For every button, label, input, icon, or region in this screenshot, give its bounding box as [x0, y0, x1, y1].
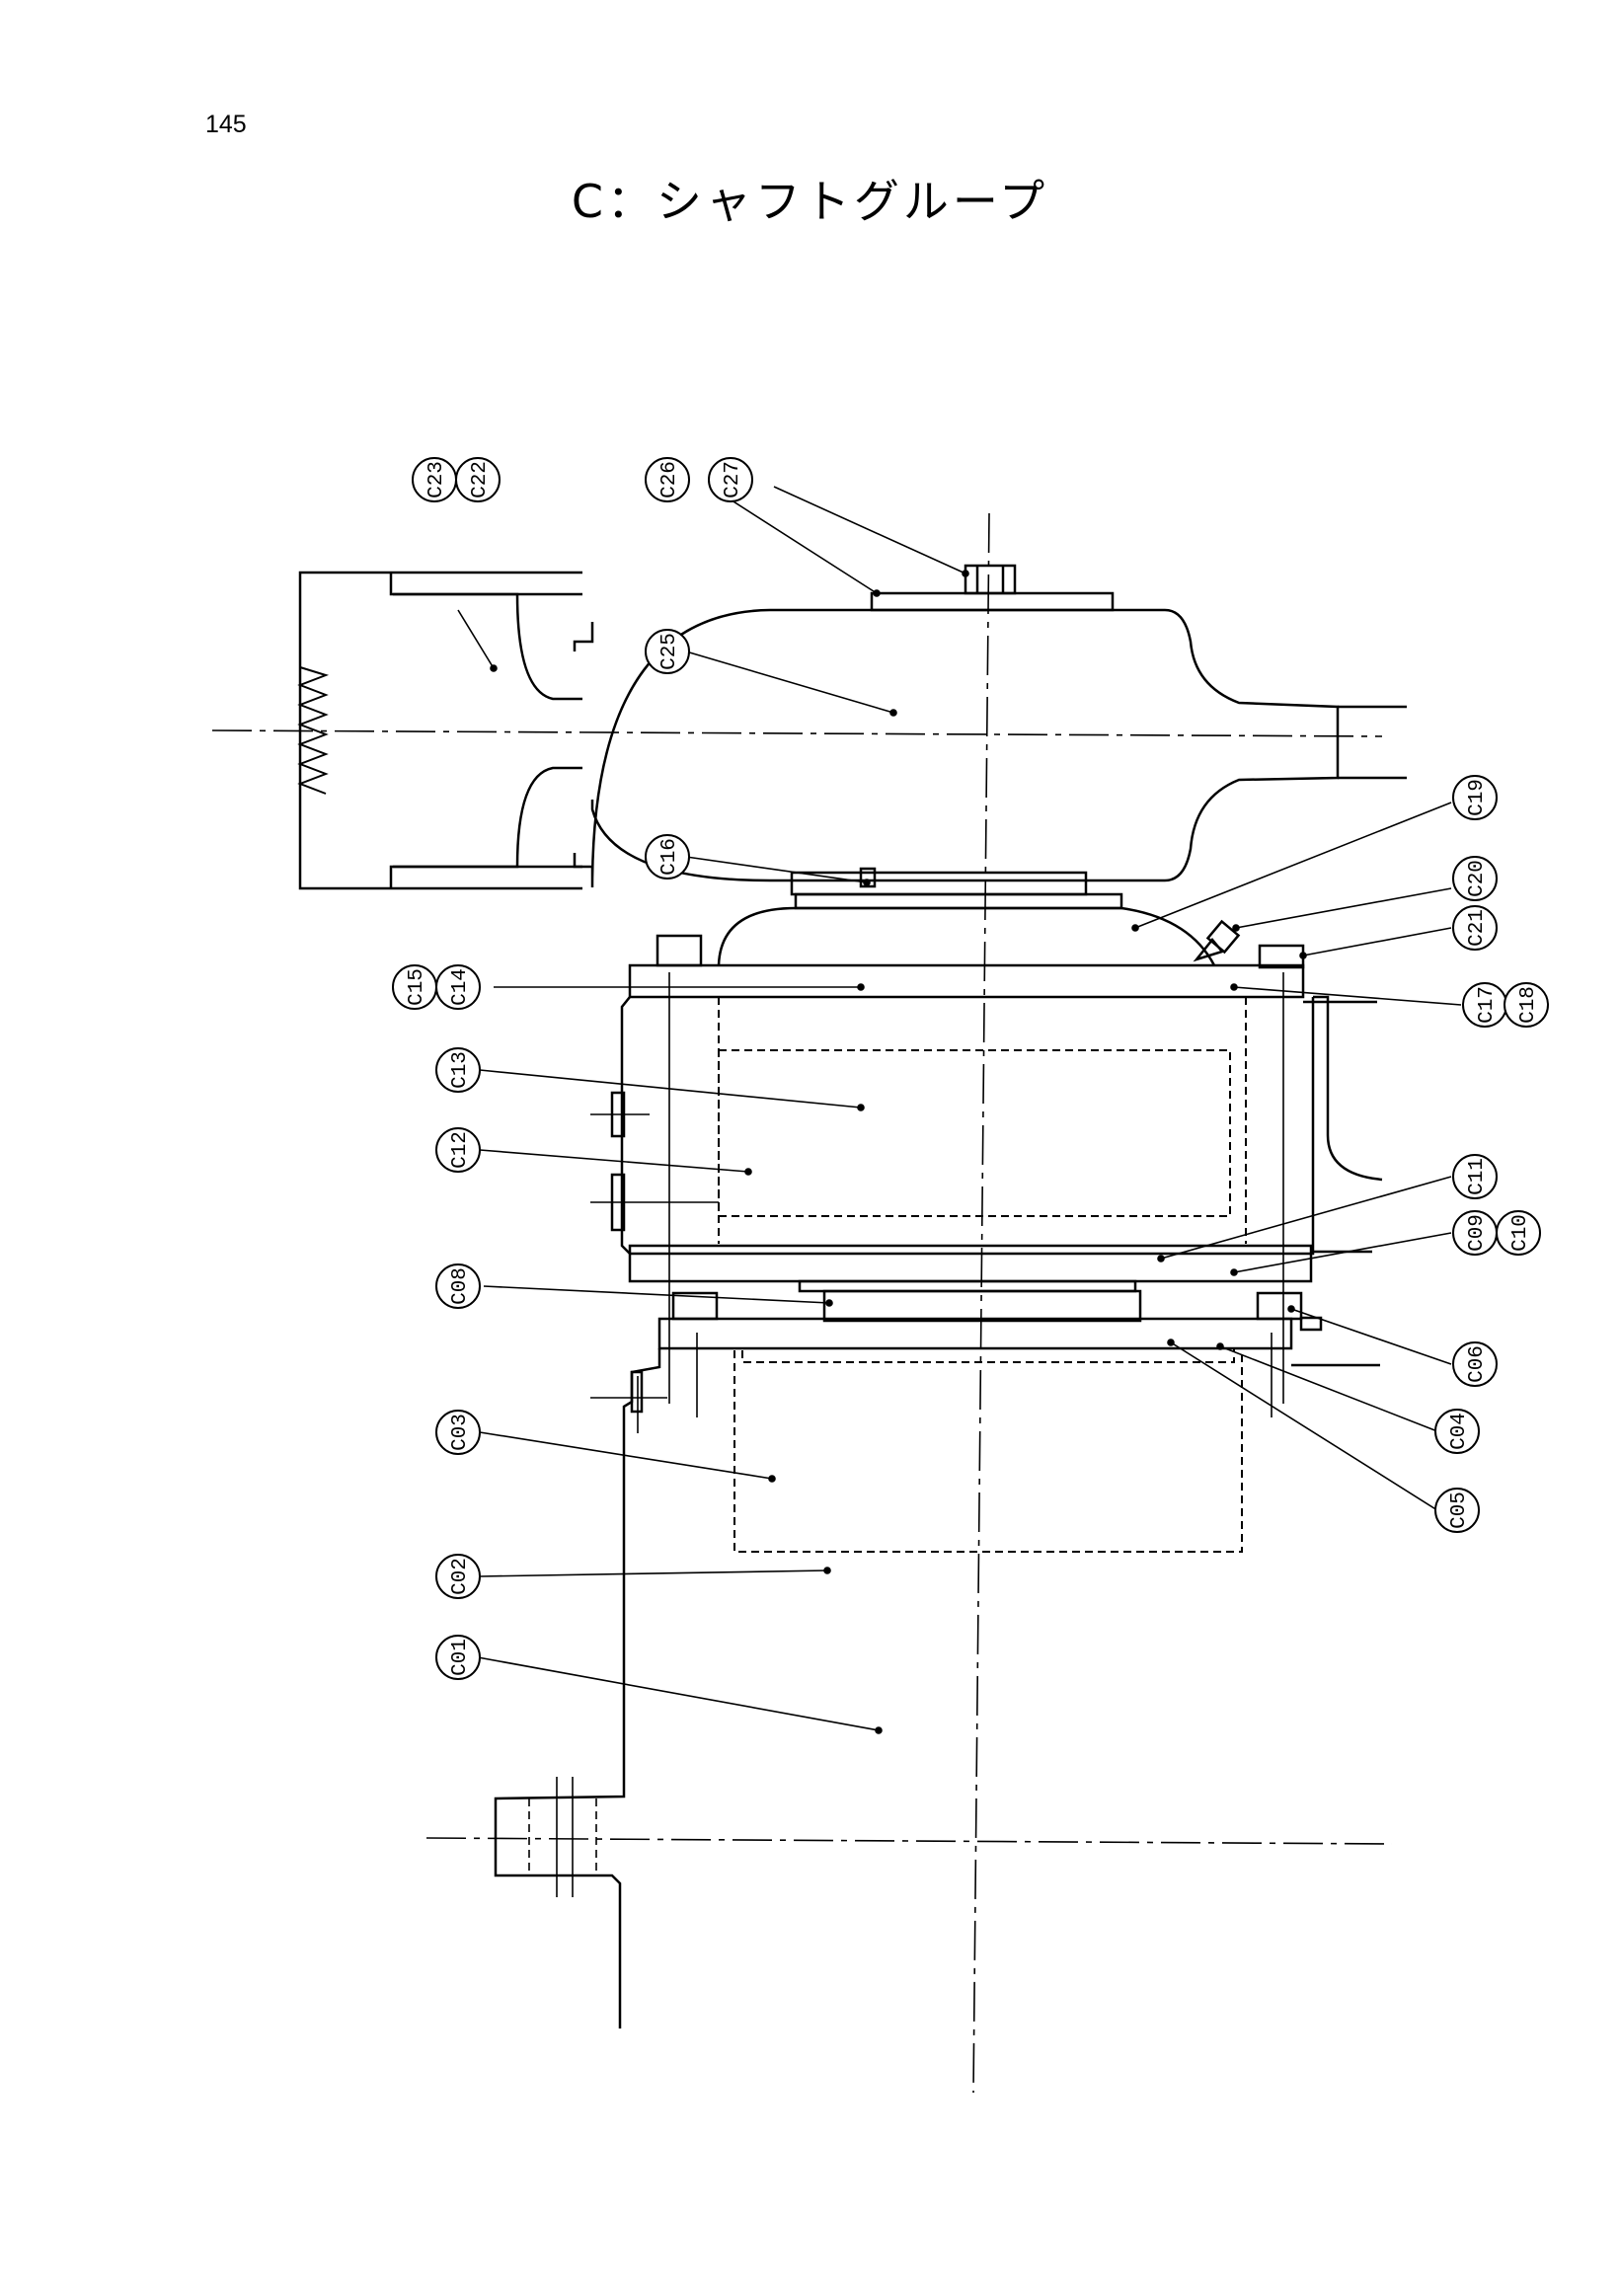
balloon-c13: C13 [435, 1047, 481, 1093]
motor [733, 1347, 1243, 1553]
balloon-label: C16 [658, 838, 681, 876]
balloon-c02: C02 [435, 1554, 481, 1599]
balloon-c19: C19 [1452, 775, 1498, 820]
balloon-label: C27 [722, 461, 744, 498]
balloon-c20: C20 [1452, 856, 1498, 901]
c16-washer [859, 867, 877, 888]
balloon-label: C23 [425, 461, 448, 498]
balloon-label: C14 [449, 968, 472, 1006]
balloon-label: C08 [449, 1267, 472, 1305]
balloon-c11: C11 [1452, 1154, 1498, 1199]
balloon-label: C25 [658, 633, 681, 670]
balloon-label: C02 [449, 1558, 472, 1595]
page-title: C：シャフトグループ [571, 175, 1049, 228]
balloon-label: C12 [449, 1131, 472, 1169]
internal-gear [718, 1049, 1231, 1217]
rotor-part [573, 608, 1340, 888]
bolt-right [1258, 944, 1305, 969]
bolt-base-right [1256, 1291, 1303, 1321]
balloon-c08: C08 [435, 1263, 481, 1309]
balloon-label: C26 [658, 461, 681, 498]
balloon-c14: C14 [435, 964, 481, 1010]
gearbox-bottom-flange [628, 1244, 1313, 1283]
balloon-c03: C03 [435, 1410, 481, 1455]
balloon-c26: C26 [645, 457, 690, 502]
balloon-c27: C27 [708, 457, 753, 502]
leader-lines [457, 486, 1462, 1734]
gearbox-body [620, 996, 1315, 1256]
balloon-c22: C22 [455, 457, 501, 502]
bolt-left [656, 934, 703, 967]
top-cap [870, 591, 1115, 612]
balloon-label: C18 [1517, 986, 1540, 1024]
balloon-c23: C23 [412, 457, 457, 502]
coupling-part [298, 571, 582, 890]
base-plate [657, 1317, 1293, 1350]
balloon-label: C05 [1448, 1492, 1471, 1529]
balloon-label: C17 [1476, 986, 1499, 1024]
balloon-c17: C17 [1462, 982, 1507, 1028]
balloon-c09: C09 [1452, 1210, 1498, 1256]
balloon-c18: C18 [1504, 982, 1549, 1028]
balloon-c06: C06 [1452, 1341, 1498, 1387]
balloon-c21: C21 [1452, 905, 1498, 951]
balloon-c01: C01 [435, 1635, 481, 1680]
balloon-c16: C16 [645, 834, 690, 880]
balloon-label: C15 [406, 968, 428, 1006]
balloon-c12: C12 [435, 1127, 481, 1173]
gearbox-flange [628, 963, 1305, 999]
spring-zigzag [297, 666, 330, 795]
balloon-c04: C04 [1434, 1409, 1480, 1454]
column [494, 1348, 661, 2028]
balloon-c25: C25 [645, 629, 690, 674]
balloon-c05: C05 [1434, 1488, 1480, 1533]
top-bolt [964, 564, 1017, 595]
bearing-seat [790, 871, 1088, 896]
balloon-label: C10 [1509, 1214, 1532, 1252]
balloon-label: C20 [1466, 860, 1489, 897]
balloon-label: C01 [449, 1639, 472, 1676]
balloon-c15: C15 [392, 964, 437, 1010]
balloon-label: C06 [1466, 1345, 1489, 1383]
bolt-base-left [671, 1291, 719, 1321]
balloon-label: C13 [449, 1051, 472, 1089]
balloon-label: C21 [1466, 909, 1489, 947]
page-number: 145 [205, 111, 247, 138]
balloon-label: C03 [449, 1414, 472, 1451]
balloon-label: C04 [1448, 1413, 1471, 1450]
balloon-label: C19 [1466, 779, 1489, 816]
c08-ring [798, 1279, 1137, 1293]
dome-cover [717, 906, 1216, 966]
balloon-label: C09 [1466, 1214, 1489, 1252]
balloon-c10: C10 [1496, 1210, 1541, 1256]
balloon-label: C11 [1466, 1158, 1489, 1195]
center-lines [211, 512, 1393, 2094]
balloon-label: C22 [469, 461, 492, 498]
